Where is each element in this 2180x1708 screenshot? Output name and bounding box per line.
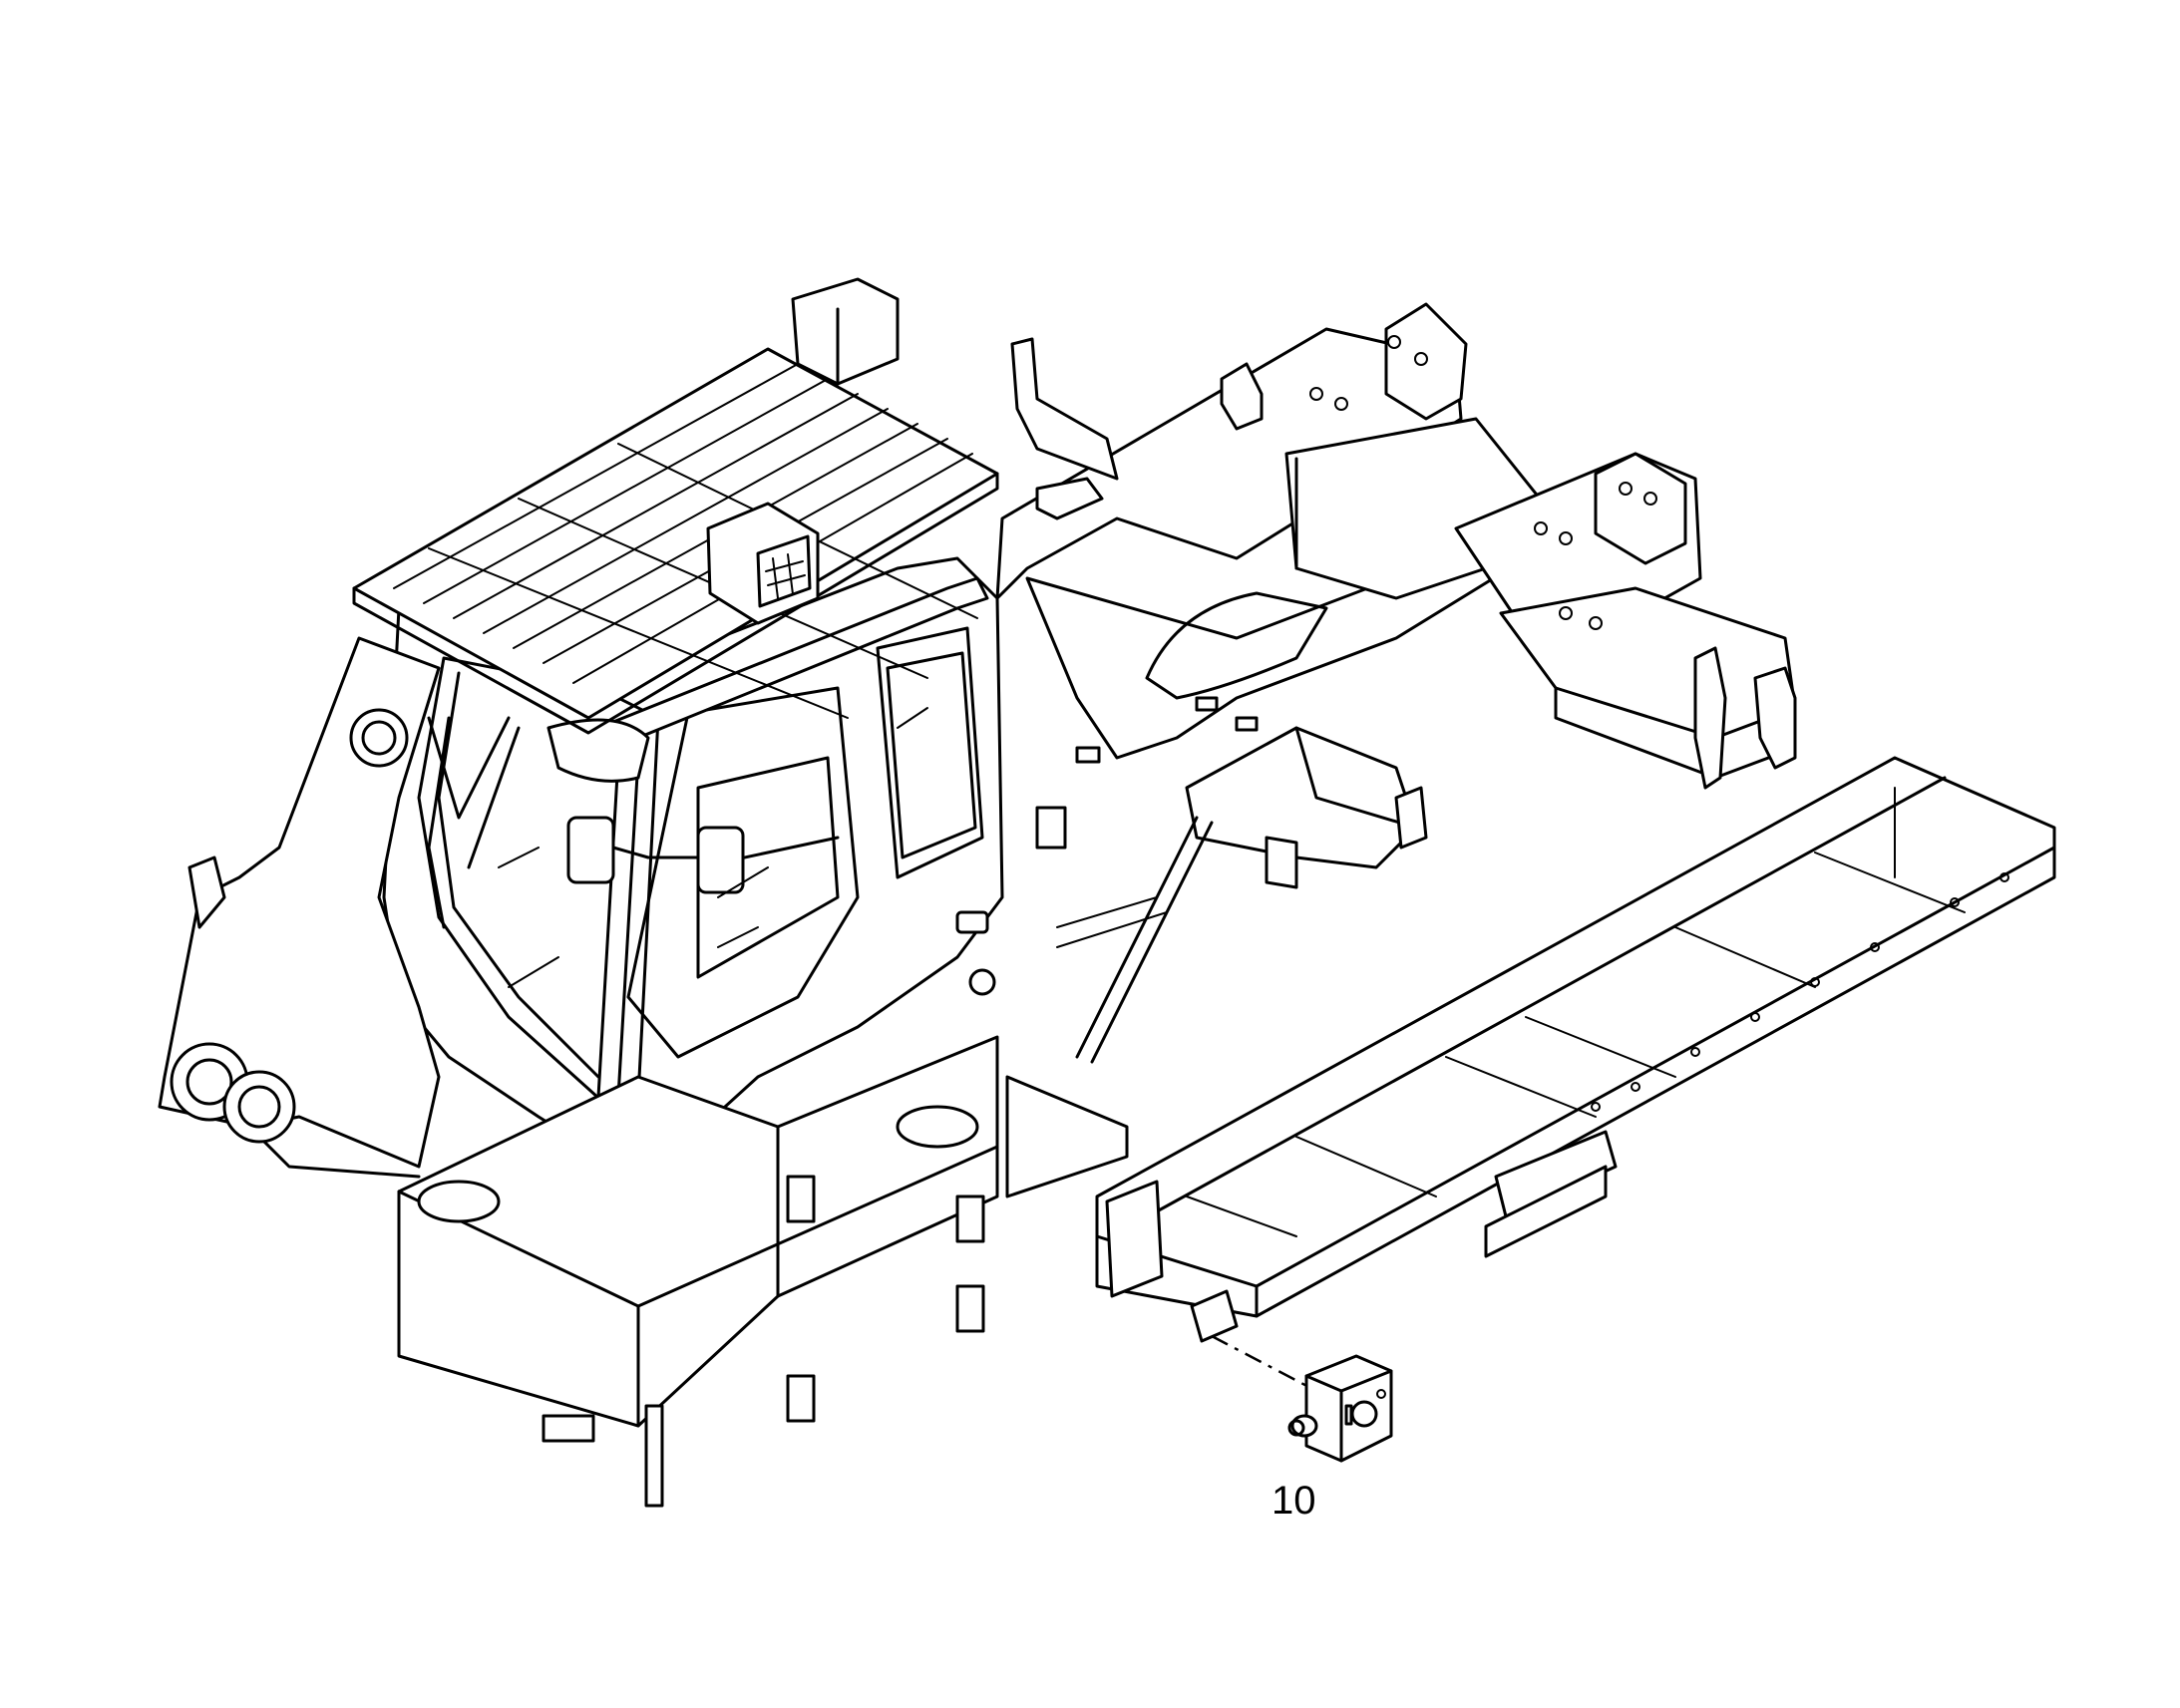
leader-line [1211, 1334, 1317, 1393]
operator-cab [382, 556, 1004, 1179]
chassis-frame [995, 302, 1797, 1064]
lower-box-frame [1095, 756, 2056, 1343]
switch-knob [1350, 1400, 1378, 1428]
base-box [397, 1035, 1129, 1508]
boom-pivot-structure [158, 636, 441, 1179]
roof-guard [352, 277, 999, 735]
callout-label-10: 10 [1272, 1479, 1316, 1523]
part-10-assembly [1211, 1334, 1393, 1463]
